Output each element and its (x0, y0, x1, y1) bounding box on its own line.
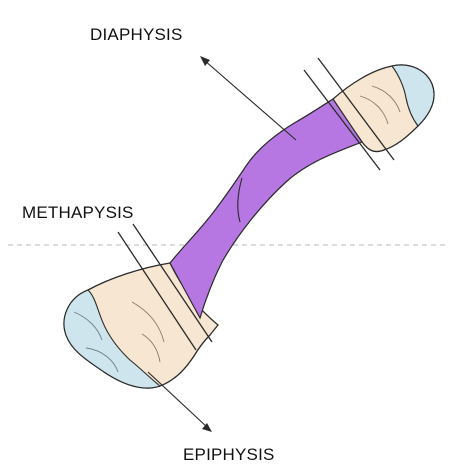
epiphysis-label: EPIPHYSIS (183, 445, 275, 465)
diaphysis-pointer-line (204, 60, 296, 140)
diaphysis-shaft (170, 99, 362, 318)
diaphysis-label: DIAPHYSIS (90, 25, 183, 45)
methaphysis-label: METHAPYSIS (22, 203, 134, 223)
epiphysis-pointer-line (148, 372, 208, 428)
